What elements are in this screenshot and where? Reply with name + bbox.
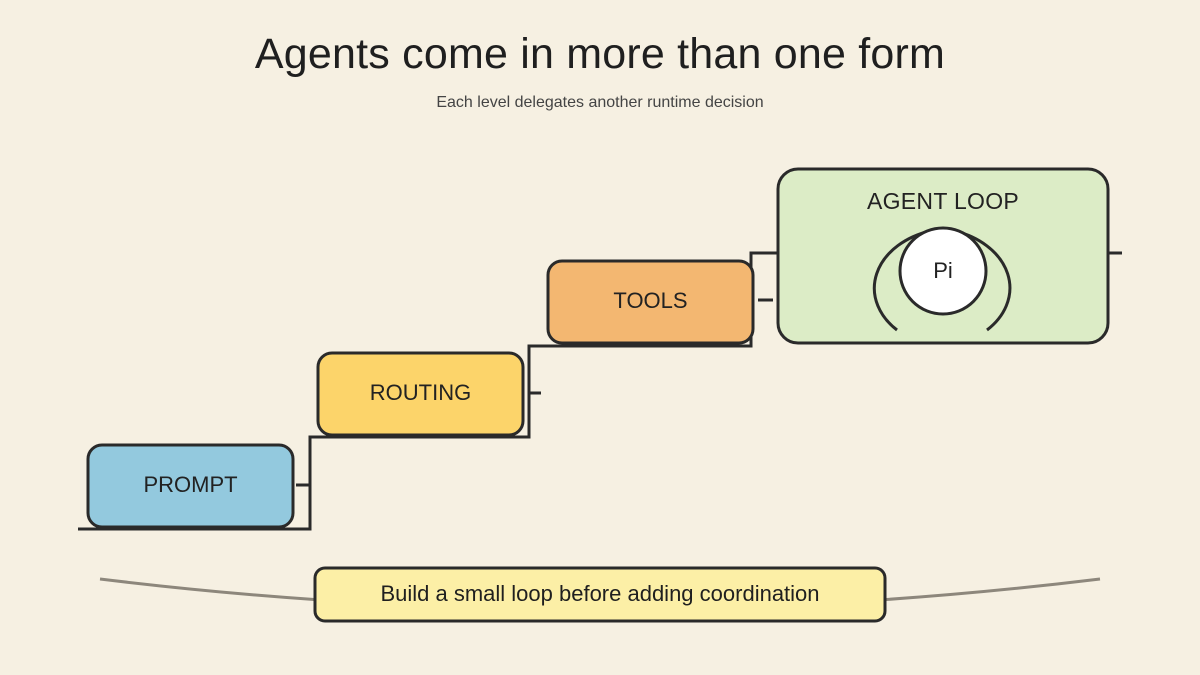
step-label-tools: TOOLS (613, 288, 688, 313)
slide-title: Agents come in more than one form (254, 30, 946, 78)
agent-loop-label: AGENT LOOP (866, 188, 1020, 214)
step-label-routing: ROUTING (369, 380, 472, 405)
loop-core-circle (898, 226, 988, 316)
loop-arc-left-icon (872, 229, 931, 332)
slide-subtitle: Each level delegates another runtime dec… (436, 94, 764, 111)
banner-label: Build a small loop before adding coordin… (380, 581, 820, 606)
banner-box (313, 566, 887, 623)
step-box-routing (316, 351, 525, 437)
loop-arc-right-icon (954, 229, 1012, 332)
loop-core-label: Pi (933, 258, 953, 283)
step-box-tools (546, 259, 755, 345)
step-label-prompt: PROMPT (143, 472, 238, 497)
step-box-prompt (86, 443, 295, 529)
